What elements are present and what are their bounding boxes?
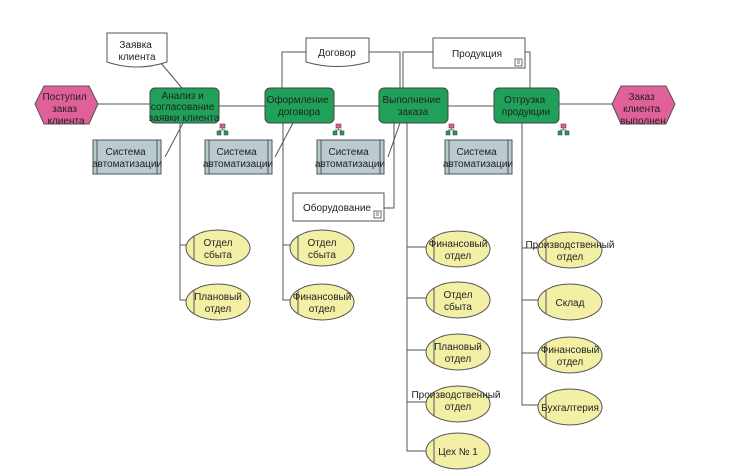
function-execution: Выполнение заказа <box>378 87 449 124</box>
svg-text:Отгрузка продукции: Отгрузка продукции <box>502 95 550 118</box>
document-zayavka: Заявка клиента <box>106 32 168 68</box>
svg-text:Склад: Склад <box>556 298 585 309</box>
event-start: Поступил заказ клиента <box>34 85 99 127</box>
function-analysis: Анализ и согласование заявки клиента <box>149 87 220 124</box>
svg-text:Цех № 1: Цех № 1 <box>438 447 478 458</box>
svg-text:Анализ и согласование: Анализ и согласование заявки клиента <box>149 91 220 124</box>
unit-f4-sklad: Склад <box>537 283 603 321</box>
function-contract: Оформление договора <box>264 87 335 124</box>
function-shipping: Отгрузка продукции <box>493 87 560 124</box>
cluster-icon <box>514 58 523 67</box>
svg-text:Оформление договора: Оформление договора <box>267 94 332 118</box>
svg-text:Заявка клиента: Заявка клиента <box>118 40 155 63</box>
event-end: Заказ клиента выполнен <box>611 85 676 127</box>
svg-text:Система автоматизации: Система автоматизации <box>203 147 273 170</box>
cluster-icon <box>373 210 382 219</box>
document-oborudovanie: Оборудование <box>292 192 385 222</box>
unit-f4-buh: Бухгалтерия <box>537 388 603 426</box>
unit-f3-ceh: Цех № 1 <box>425 432 491 470</box>
svg-text:Система автоматизации: Система автоматизации <box>315 147 385 170</box>
hierarchy-icon <box>332 123 345 136</box>
connectors <box>97 51 612 452</box>
system-automation-3: Система автоматизации <box>315 139 385 175</box>
svg-text:Продукция: Продукция <box>452 49 502 60</box>
hierarchy-icon <box>445 123 458 136</box>
document-produkciya: Продукция <box>432 37 526 69</box>
document-dogovor: Договор <box>305 37 370 67</box>
hierarchy-icon <box>216 123 229 136</box>
system-automation-4: Система автоматизации <box>443 139 513 175</box>
svg-text:Договор: Договор <box>318 48 356 59</box>
svg-text:Оборудование: Оборудование <box>303 202 371 214</box>
system-automation-2: Система автоматизации <box>203 139 273 175</box>
svg-text:Система автоматизации: Система автоматизации <box>443 147 513 170</box>
system-automation-1: Система автоматизации <box>92 139 162 175</box>
svg-text:Поступил заказ кли: Поступил заказ клиента <box>42 92 89 127</box>
svg-text:Выполнение заказа: Выполнение заказа <box>383 95 444 118</box>
hierarchy-icon <box>557 123 570 136</box>
svg-text:Заказ клиента выпо: Заказ клиента выполнен <box>620 92 666 127</box>
svg-text:Система автоматизации: Система автоматизации <box>92 147 162 170</box>
svg-text:Бухгалтерия: Бухгалтерия <box>541 403 599 414</box>
